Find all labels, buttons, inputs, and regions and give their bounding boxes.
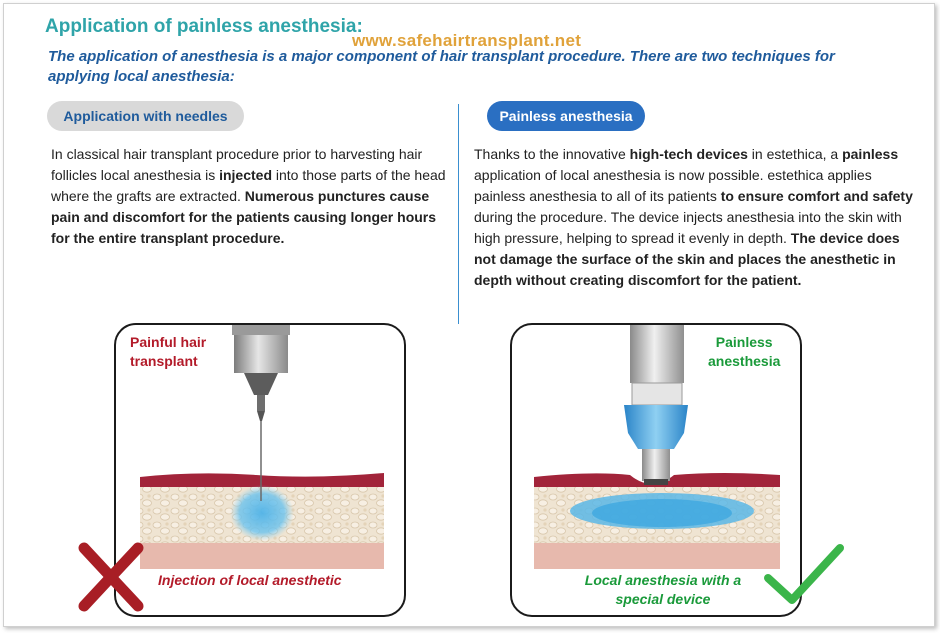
needles-description: In classical hair transplant procedure p… (51, 144, 446, 249)
device-injection-illustration (534, 325, 780, 569)
card-title-line: Painful hair (130, 334, 207, 350)
needles-description-part: In classical hair transplant procedure p… (51, 146, 423, 183)
needles-description-part: injected (219, 167, 272, 183)
needles-description-part: Numerous punctures cause pain and discom… (51, 188, 437, 246)
painless-description-part: application of local anesthesia is now p… (474, 167, 872, 204)
painless-description-part: in estethica, a (747, 146, 843, 162)
card-title-line: anesthesia (708, 353, 781, 369)
device-illustration-card: Painless anesthesia Local anesthesia wit… (510, 323, 802, 617)
painless-description-part: to ensure comfort and safety (720, 188, 913, 204)
device-caption-line: special device (615, 591, 711, 607)
needle-illustration-card: Painful hair transplant Injection of loc… (114, 323, 406, 617)
painless-technique-pill: Painless anesthesia (487, 101, 645, 131)
painful-hair-transplant-label: Painful hair transplant (130, 333, 206, 371)
card-title-line: Painless (715, 334, 773, 350)
painless-description-part: The device does not damage the surface o… (474, 230, 900, 288)
cross-icon (78, 542, 144, 612)
watermark-text: www.safehairtransplant.net (352, 31, 582, 50)
column-divider (458, 104, 459, 324)
painless-description-part: painless (842, 146, 899, 162)
painless-description-part: during the procedure. The device injects… (474, 209, 902, 246)
device-caption: Local anesthesia with a special device (568, 571, 758, 609)
painless-description: Thanks to the innovative high-tech devic… (474, 144, 914, 291)
check-icon (764, 544, 844, 604)
painless-anesthesia-label: Painless anesthesia (708, 333, 780, 371)
painless-description-part: Thanks to the innovative (474, 146, 630, 162)
needles-technique-pill: Application with needles (47, 101, 244, 131)
painless-description-part: high-tech devices (629, 146, 748, 162)
device-caption-line: Local anesthesia with a (584, 572, 742, 588)
needles-description-part: into those parts of the head where the g… (51, 167, 446, 204)
card-title-line: transplant (130, 353, 198, 369)
injection-caption: Injection of local anesthetic (158, 572, 342, 588)
page-title: Application of painless anesthesia: (45, 16, 363, 37)
infographic-frame: Application of painless anesthesia: www.… (3, 3, 935, 627)
page-subtitle: The application of anesthesia is a major… (48, 48, 835, 85)
needle-injection-illustration (140, 325, 384, 569)
